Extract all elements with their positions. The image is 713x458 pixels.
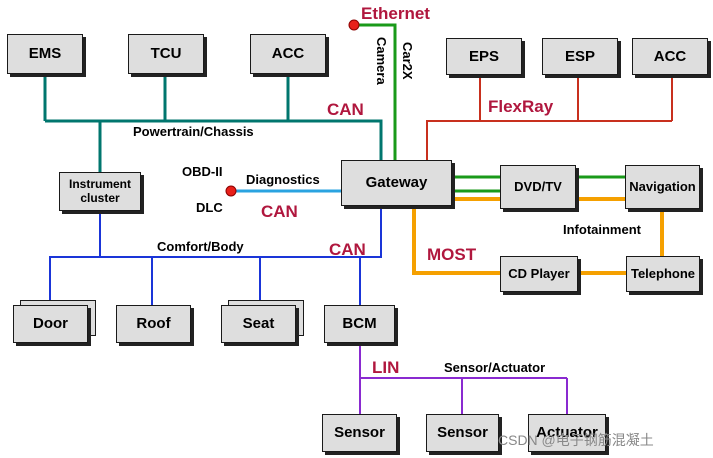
roof-node: Roof — [116, 305, 191, 343]
door-node: Door — [13, 305, 88, 343]
most-label: MOST — [427, 245, 477, 264]
infotainment-label: Infotainment — [563, 222, 641, 237]
flexray-label: FlexRay — [488, 97, 554, 116]
car2x-label: Car2X — [400, 42, 415, 80]
seat-node: Seat — [221, 305, 296, 343]
can-powertrain-label: CAN — [327, 100, 364, 119]
instrument-cluster-node: Instrument cluster — [59, 172, 141, 211]
acc-powertrain-node: ACC — [250, 34, 326, 74]
obd-ii-label: OBD-II — [182, 164, 223, 179]
bcm-node: BCM — [324, 305, 395, 343]
sensor-actuator-label: Sensor/Actuator — [444, 360, 546, 375]
ems-node: EMS — [7, 34, 83, 74]
ethernet-port-dot — [348, 19, 360, 31]
sensor-node-2: Sensor — [426, 414, 499, 452]
ethernet-label: Ethernet — [361, 4, 430, 23]
lin-bus — [359, 343, 568, 414]
watermark: CSDN @电子钢筋混凝土 — [498, 432, 654, 448]
flexray-bus — [426, 75, 673, 160]
dvd-tv-node: DVD/TV — [500, 165, 576, 209]
camera-label: Camera — [374, 37, 389, 85]
esp-node: ESP — [542, 38, 618, 75]
can-diagnostics-label: CAN — [261, 202, 298, 221]
telephone-node: Telephone — [626, 256, 700, 292]
can-powertrain-bus — [43, 74, 383, 172]
eps-node: EPS — [446, 38, 522, 75]
can-comfort-label: CAN — [329, 240, 366, 259]
dlc-port-dot — [225, 185, 237, 197]
dlc-label: DLC — [196, 200, 223, 215]
lin-label: LIN — [372, 358, 400, 377]
tcu-node: TCU — [128, 34, 204, 74]
actuator-node: Actuator — [528, 414, 606, 452]
sensor-node-1: Sensor — [322, 414, 397, 452]
comfort-body-label: Comfort/Body — [157, 239, 244, 254]
diagnostics-label: Diagnostics — [246, 172, 320, 187]
acc-flexray-node: ACC — [632, 38, 708, 75]
powertrain-chassis-label: Powertrain/Chassis — [133, 124, 254, 139]
cd-player-node: CD Player — [500, 256, 578, 292]
gateway-node: Gateway — [341, 160, 452, 206]
navigation-node: Navigation — [625, 165, 700, 209]
can-comfort-bus — [49, 206, 382, 305]
